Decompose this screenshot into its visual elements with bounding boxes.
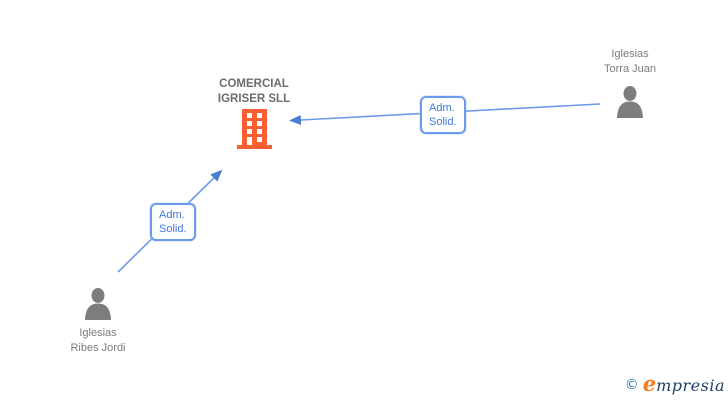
- company-node[interactable]: COMERCIAL IGRISER SLL: [184, 77, 324, 149]
- edge-label-line2: Solid.: [159, 223, 187, 235]
- building-icon[interactable]: [236, 109, 272, 149]
- edge-label-line2: Solid.: [429, 116, 457, 128]
- person-name-line2: Torra Juan: [604, 63, 656, 75]
- person-icon[interactable]: [81, 288, 115, 320]
- edge-label-line1: Adm.: [159, 209, 185, 221]
- brand-name: mpresia: [656, 376, 725, 395]
- copyright-icon: ©: [624, 377, 639, 393]
- person-node-torra-juan[interactable]: Iglesias Torra Juan: [569, 47, 691, 118]
- edge-label-line1: Adm.: [429, 102, 455, 114]
- person-icon[interactable]: [613, 86, 647, 118]
- edge-label-adm-solid-torra: Adm. Solid.: [420, 96, 466, 134]
- brand-initial: e: [642, 371, 657, 396]
- person-node-ribes-jordi[interactable]: Iglesias Ribes Jordi: [36, 286, 160, 356]
- company-name-line1: COMERCIAL: [219, 78, 289, 90]
- edge-label-adm-solid-ribes: Adm. Solid.: [150, 203, 196, 241]
- company-name-line2: IGRISER SLL: [217, 93, 291, 105]
- person-name-line1: Iglesias: [611, 48, 649, 60]
- person-name-line2: Ribes Jordi: [70, 342, 126, 354]
- empresia-logo[interactable]: ©empresia: [625, 371, 725, 396]
- person-name-line1: Iglesias: [79, 327, 117, 339]
